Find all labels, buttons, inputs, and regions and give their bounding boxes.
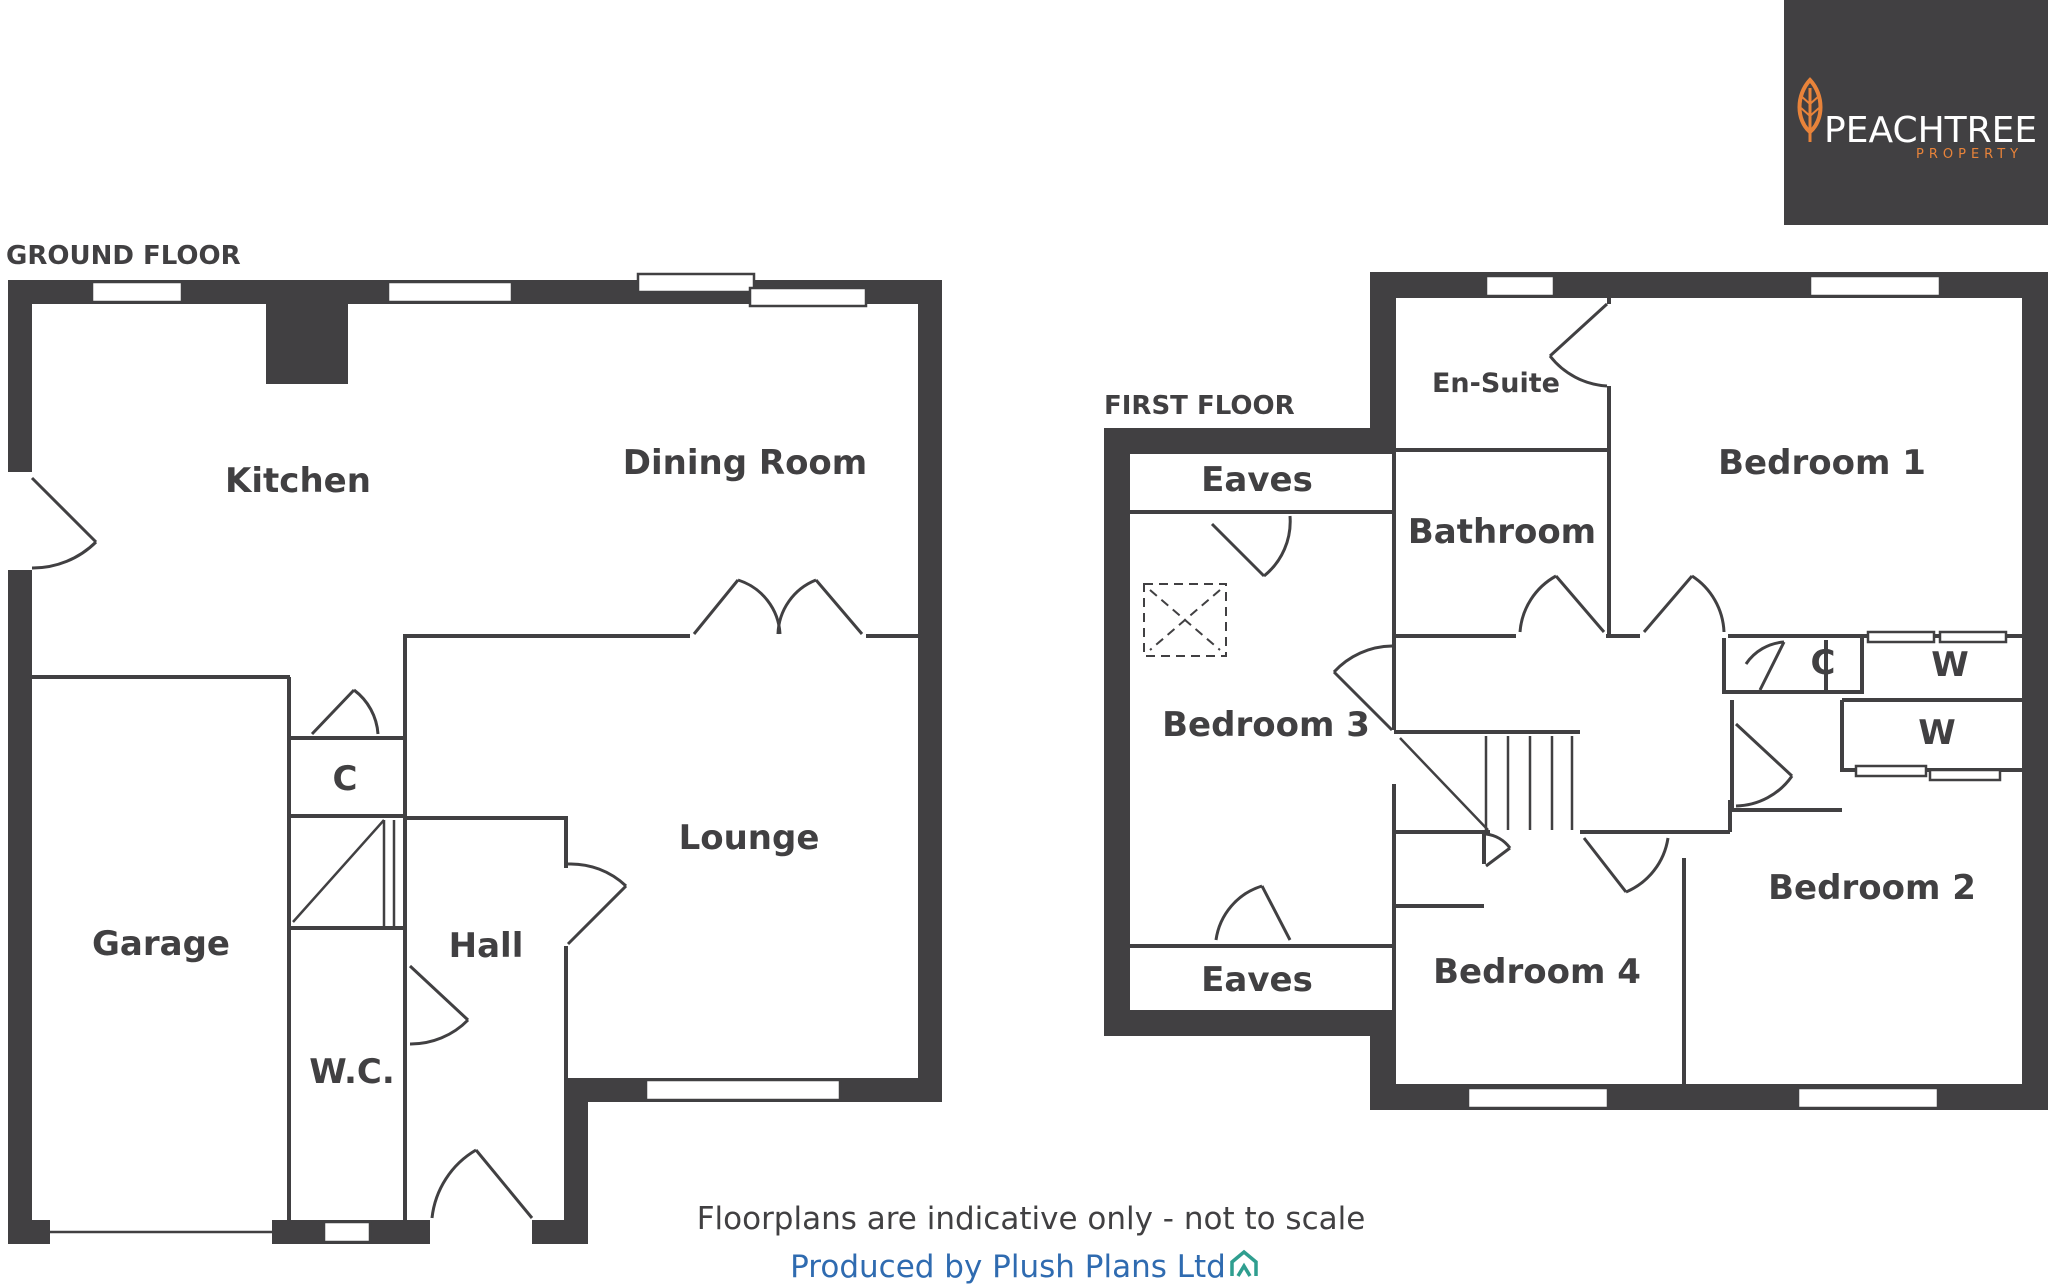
gf-wall-left-lower bbox=[8, 570, 32, 1244]
room-wardrobe-2: W bbox=[1918, 713, 1956, 753]
ff-wall-step bbox=[1370, 272, 1396, 446]
ff-door-bedroom-3 bbox=[1332, 644, 1394, 732]
ff-window bbox=[1808, 274, 1942, 298]
gf-window bbox=[386, 280, 514, 304]
room-hall: Hall bbox=[449, 926, 524, 966]
ff-wardrobe-door bbox=[1854, 764, 1928, 778]
ff-door-cupboard bbox=[1744, 640, 1786, 691]
room-bedroom-3: Bedroom 3 bbox=[1162, 705, 1370, 745]
ff-door-landing-cupboard bbox=[1485, 832, 1512, 868]
ff-door-bathroom bbox=[1518, 574, 1606, 633]
ff-wardrobe-door bbox=[1928, 768, 2002, 782]
logo-background bbox=[1784, 0, 2048, 225]
ff-wall-left bbox=[1104, 428, 1130, 1036]
room-bedroom-2: Bedroom 2 bbox=[1768, 868, 1976, 908]
logo-word: PEACHTREE bbox=[1824, 110, 2037, 151]
gf-window bbox=[636, 272, 756, 294]
ff-wall-right bbox=[2022, 272, 2048, 1110]
room-wardrobe-1: W bbox=[1931, 645, 1969, 685]
gf-stairs bbox=[292, 819, 385, 923]
ff-door-bedroom-2 bbox=[1734, 722, 1794, 808]
gf-window bbox=[322, 1220, 372, 1244]
room-eaves-top: Eaves bbox=[1201, 460, 1313, 500]
room-bedroom-4: Bedroom 4 bbox=[1433, 952, 1641, 992]
leaf-icon bbox=[1797, 77, 1823, 142]
room-dining-room: Dining Room bbox=[623, 443, 867, 483]
ff-window bbox=[1796, 1086, 1940, 1110]
gf-wall-left-upper bbox=[8, 280, 32, 472]
gf-wall bbox=[403, 634, 690, 716]
gf-door-cupboard bbox=[310, 688, 380, 736]
room-kitchen: Kitchen bbox=[225, 461, 371, 501]
ff-wall bbox=[1730, 700, 1842, 812]
room-eaves-bottom: Eaves bbox=[1201, 960, 1313, 1000]
ff-door-bedroom-4 bbox=[1582, 837, 1670, 894]
first-floor-plan: FIRST FLOOR En-Suite Bedroom 1 Eaves Bat… bbox=[1104, 272, 2048, 1110]
ff-door-eaves-bottom bbox=[1214, 884, 1292, 941]
logo-sub: PROPERTY bbox=[1916, 147, 2023, 162]
gf-wall-hall-right bbox=[564, 1078, 588, 1244]
ff-window bbox=[1466, 1086, 1610, 1110]
room-cupboard: C bbox=[333, 759, 358, 799]
skylight-icon bbox=[1143, 583, 1227, 657]
gf-window bbox=[748, 286, 868, 308]
gf-chimney-breast bbox=[266, 280, 348, 384]
house-icon bbox=[1230, 1249, 1258, 1277]
gf-wall bbox=[405, 816, 568, 868]
first-floor-title: FIRST FLOOR bbox=[1104, 391, 1295, 421]
ff-stairs bbox=[1399, 737, 1489, 831]
gf-window bbox=[644, 1078, 842, 1102]
ff-door-bedroom-1 bbox=[1642, 574, 1726, 633]
gf-wall-bottom-right bbox=[532, 1220, 588, 1244]
gf-door-wc bbox=[408, 964, 470, 1046]
gf-door-lounge bbox=[566, 862, 628, 946]
room-garage: Garage bbox=[92, 924, 230, 964]
gf-wall-bottom-left bbox=[8, 1220, 50, 1244]
ff-door-en-suite bbox=[1548, 302, 1609, 388]
ff-wall-top bbox=[1370, 272, 2048, 298]
gf-door-front bbox=[430, 1148, 534, 1219]
credit-text: Produced by Plush Plans Ltd bbox=[790, 1249, 1226, 1285]
ground-floor-title: GROUND FLOOR bbox=[6, 241, 241, 271]
ff-wall bbox=[1722, 638, 1864, 694]
room-en-suite: En-Suite bbox=[1432, 368, 1560, 399]
gf-window bbox=[90, 280, 184, 304]
room-cupboard-ff: C bbox=[1811, 643, 1836, 683]
gf-double-doors bbox=[692, 578, 864, 635]
room-lounge: Lounge bbox=[679, 818, 820, 858]
ground-floor-plan: GROUND FLOOR Kitchen Dining Room Garage … bbox=[6, 241, 942, 1244]
ff-door-eaves-top bbox=[1210, 515, 1292, 578]
room-bathroom: Bathroom bbox=[1408, 512, 1596, 552]
ff-wall-upper-left bbox=[1104, 428, 1396, 454]
ff-wardrobe-door bbox=[1866, 630, 1936, 644]
room-bedroom-1: Bedroom 1 bbox=[1718, 443, 1926, 483]
ff-window bbox=[1484, 274, 1556, 298]
room-wc: W.C. bbox=[309, 1052, 395, 1092]
gf-door-external bbox=[30, 476, 98, 570]
disclaimer-text: Floorplans are indicative only - not to … bbox=[697, 1201, 1366, 1237]
ff-wall-lower-left bbox=[1104, 1010, 1396, 1036]
ff-wardrobe-door bbox=[1938, 630, 2008, 644]
gf-wall-right bbox=[918, 280, 942, 1102]
peachtree-logo: PEACHTREE PROPERTY bbox=[1784, 0, 2048, 225]
